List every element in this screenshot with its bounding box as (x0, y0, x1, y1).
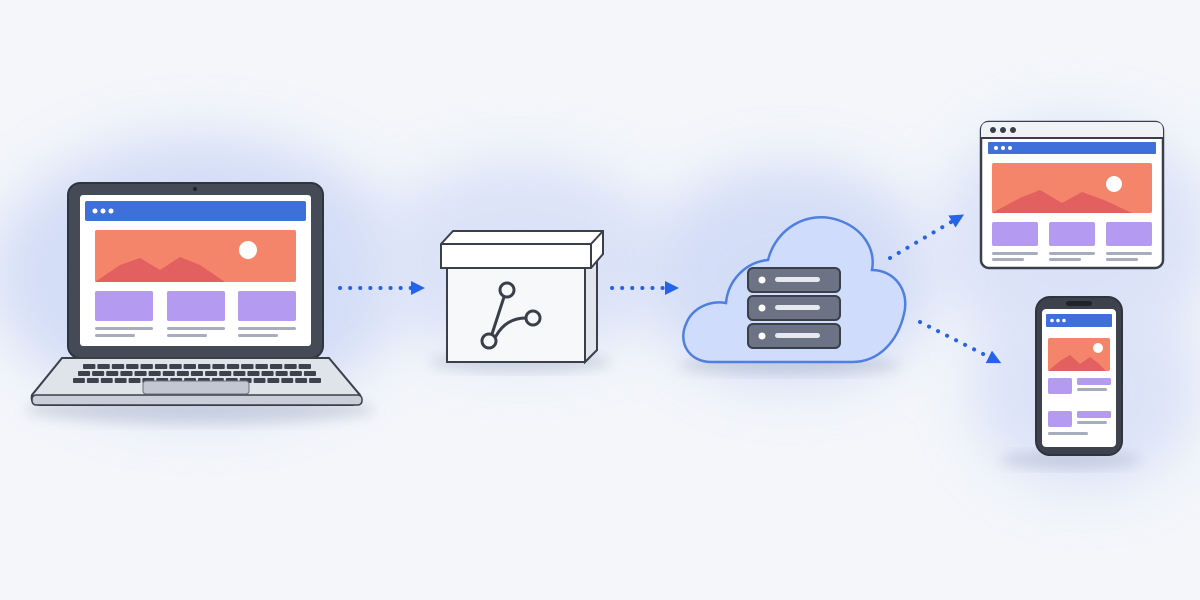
keyboard-key (253, 378, 266, 383)
keyboard-key (247, 371, 260, 376)
keyboard-key (219, 371, 232, 376)
keyboard-key (267, 378, 280, 383)
keyboard-key (140, 364, 153, 369)
keyboard-key (198, 364, 211, 369)
keyboard-key (295, 378, 308, 383)
keyboard-key (106, 371, 119, 376)
keyboard-key (190, 371, 203, 376)
laptop-content-cards (95, 291, 296, 337)
keyboard-key (92, 371, 105, 376)
laptop-icon (30, 182, 363, 406)
browser-window-icon (979, 120, 1165, 270)
keyboard-key (298, 364, 311, 369)
keyboard-key (289, 371, 302, 376)
keyboard-key (205, 371, 218, 376)
keyboard-key (83, 364, 96, 369)
mobile-hero-image (1048, 338, 1110, 371)
laptop-hero-image (95, 230, 296, 282)
arrow-cloud-to-mobile (918, 320, 1002, 364)
keyboard-key (226, 364, 240, 369)
keyboard-key (176, 371, 189, 376)
git-branch-icon (480, 281, 542, 350)
keyboard-key (134, 371, 147, 376)
keyboard-key (78, 371, 91, 376)
keyboard-key (255, 364, 268, 369)
keyboard-key (169, 364, 182, 369)
cloud-server-icon (682, 215, 907, 364)
smartphone-icon (1035, 296, 1123, 456)
keyboard-key (100, 378, 113, 383)
keyboard-key (148, 371, 161, 376)
desktop-content-cards (992, 222, 1152, 261)
keyboard-key (233, 371, 246, 376)
keyboard-key (120, 371, 133, 376)
laptop-base (30, 357, 363, 406)
keyboard-key (212, 364, 225, 369)
keyboard-key (303, 371, 316, 376)
keyboard-key (241, 364, 254, 369)
mobile-content-rows (1048, 378, 1111, 435)
laptop-browser-bar (85, 201, 306, 221)
keyboard-key (261, 371, 274, 376)
keyboard-key (114, 378, 127, 383)
desktop-hero-image (992, 163, 1152, 213)
server-rack-icon (747, 267, 841, 349)
keyboard-key (275, 371, 288, 376)
keyboard-key (73, 378, 85, 383)
keyboard-key (111, 364, 125, 369)
arrow-cloud-to-desktop (888, 214, 965, 260)
keyboard-key (281, 378, 294, 383)
keyboard-key (269, 364, 283, 369)
keyboard-key (284, 364, 297, 369)
keyboard-key (183, 364, 196, 369)
keyboard-key (128, 378, 141, 383)
keyboard-key (86, 378, 99, 383)
keyboard-key (162, 371, 175, 376)
keyboard-key (97, 364, 110, 369)
keyboard-key (154, 364, 168, 369)
keyboard-key (126, 364, 139, 369)
keyboard-key (309, 378, 321, 383)
git-branch-box-icon (440, 230, 604, 365)
